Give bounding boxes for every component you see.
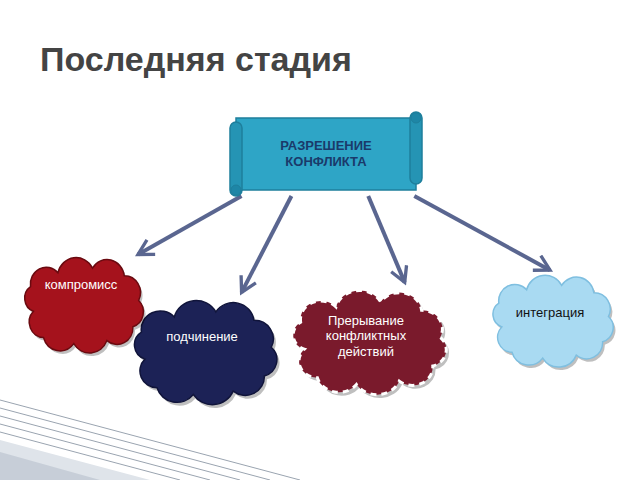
cloud-outline [493, 275, 613, 367]
cloud-node: интеграция [474, 266, 626, 370]
scroll-banner: РАЗРЕШЕНИЕ КОНФЛИКТА [230, 112, 422, 196]
arrow-connector [242, 196, 292, 292]
arrow-connector [368, 196, 404, 282]
cloud-label: подчинение [166, 329, 238, 345]
cloud-node: Прерывание конфликтных действий [269, 280, 463, 398]
arrow-connector [138, 196, 242, 254]
cloud-label: компромисс [45, 277, 118, 293]
stripe-fill [0, 452, 100, 480]
cloud-node: компромисс [6, 248, 156, 356]
scroll-part [410, 112, 422, 184]
cloud-label: Прерывание конфликтных действий [306, 313, 426, 360]
stripe [0, 416, 240, 480]
cloud-outline [134, 301, 276, 405]
scroll-part [230, 122, 242, 196]
scroll-part [411, 113, 421, 123]
stripe [0, 424, 210, 480]
cloud-label: интеграция [516, 305, 584, 321]
stripe-fill [0, 440, 150, 480]
cloud-shape [6, 248, 156, 356]
slide-title: Последняя стадия [40, 40, 352, 79]
stripe-group [0, 400, 300, 480]
stripe [0, 400, 300, 480]
scroll-part [236, 118, 416, 190]
stripe [0, 432, 180, 480]
stripe [0, 408, 270, 480]
arrow-connector [414, 196, 550, 270]
cloud-outline [25, 258, 144, 353]
banner-text: РАЗРЕШЕНИЕ КОНФЛИКТА [251, 138, 401, 169]
cloud-outline [293, 291, 446, 395]
scroll-part [231, 185, 241, 195]
